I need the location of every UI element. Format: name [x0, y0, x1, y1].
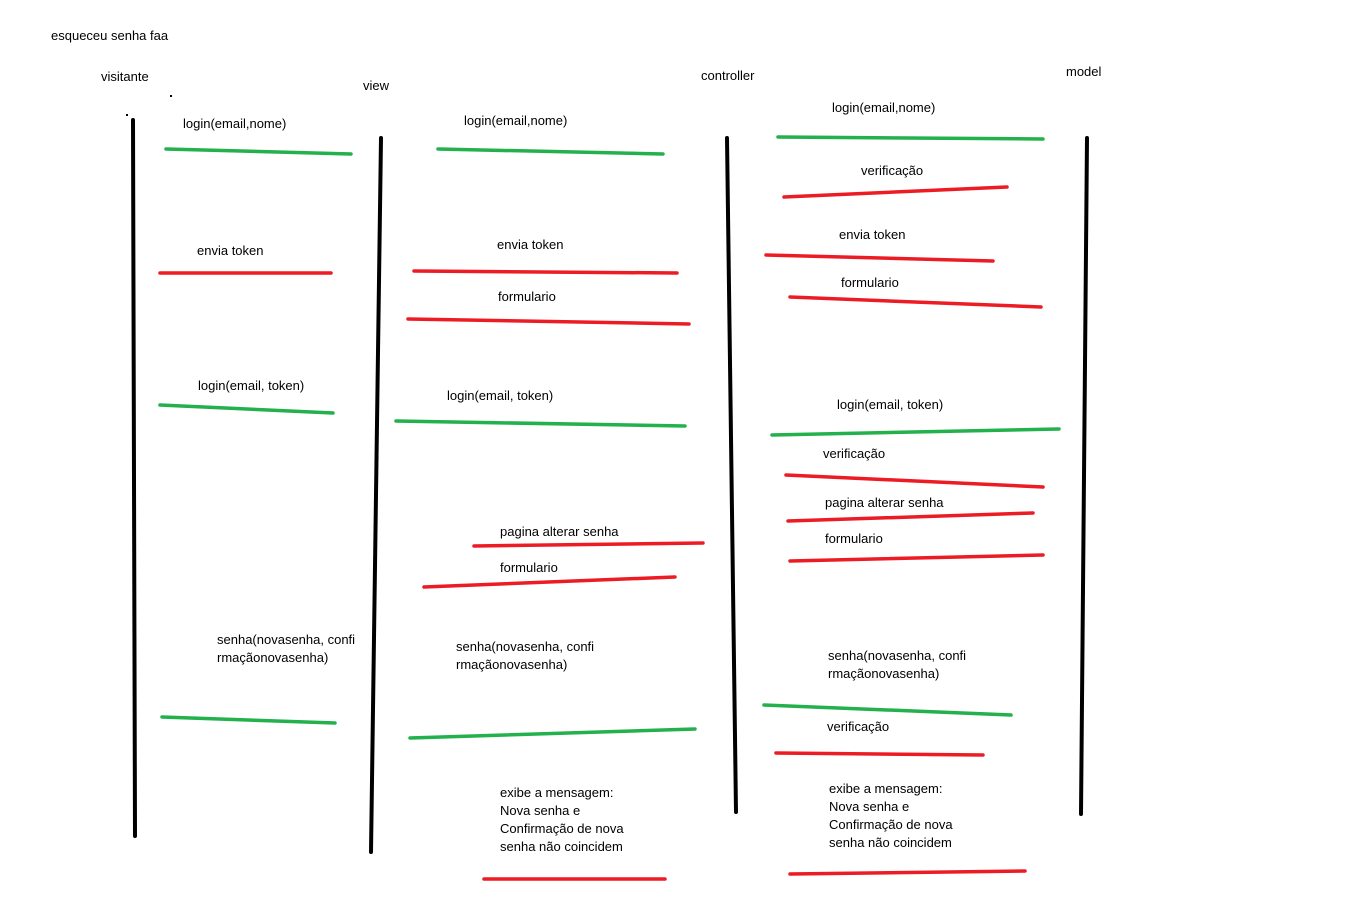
arrow-c-verif3 [774, 751, 985, 757]
message-label: login(email,nome) [464, 113, 568, 128]
message-label: login(email, token) [837, 397, 944, 412]
arrow-w-form2 [422, 575, 677, 589]
arrow-w-senha [408, 727, 697, 740]
message-label: formulario [500, 560, 558, 575]
message-label: formulario [841, 275, 899, 290]
message-label: senha(novasenha, confirmaçãonovasenha) [828, 648, 967, 681]
arrow-w-login1 [436, 147, 665, 156]
arrow-c-verif1 [782, 185, 1009, 199]
message-label: envia token [839, 227, 906, 242]
arrow-c-pagina [786, 511, 1035, 523]
actor-visitante: visitante [101, 69, 149, 84]
arrow-c-form1 [788, 295, 1043, 309]
lifeline-controller [725, 136, 738, 814]
actor-controller: controller [701, 68, 755, 83]
arrow-c-msg [788, 869, 1027, 876]
arrow-w-form1 [406, 317, 691, 326]
arrow-c-token [764, 253, 995, 263]
arrow-w-login2 [394, 419, 687, 428]
arrow-c-login1 [776, 135, 1045, 141]
stray-dot [170, 95, 172, 97]
diagram-title: esqueceu senha faa [51, 28, 169, 43]
message-label: formulario [825, 531, 883, 546]
arrow-w-pagina [472, 541, 705, 548]
message-label: login(email, token) [447, 388, 554, 403]
message-label: senha(novasenha, confirmaçãonovasenha) [456, 639, 595, 672]
actor-model: model [1066, 64, 1102, 79]
arrow-v-login1 [164, 147, 353, 156]
arrow-v-login2 [158, 403, 335, 415]
message-label: verificação [823, 446, 886, 461]
arrow-w-token [412, 269, 679, 275]
stray-dot [126, 114, 128, 116]
actor-view: view [363, 78, 390, 93]
arrow-c-senha [762, 703, 1013, 717]
message-label: envia token [497, 237, 564, 252]
message-label: login(email,nome) [832, 100, 936, 115]
lifeline-visitante [131, 118, 137, 838]
arrow-c-form2 [788, 553, 1045, 563]
message-label: login(email,nome) [183, 116, 287, 131]
message-label: login(email, token) [198, 378, 305, 393]
lifeline-view [369, 136, 383, 854]
message-label: formulario [498, 289, 556, 304]
message-label: verificação [861, 163, 924, 178]
arrow-c-login2 [770, 427, 1061, 437]
arrow-c-verif2 [784, 473, 1045, 489]
message-label: pagina alterar senha [500, 524, 619, 539]
message-label: envia token [197, 243, 264, 258]
message-label: pagina alterar senha [825, 495, 944, 510]
message-label: verificação [827, 719, 890, 734]
message-label: exibe a mensagem: Nova senha e Confirmaç… [500, 785, 624, 854]
message-label: exibe a mensagem: Nova senha e Confirmaç… [829, 781, 953, 850]
lifeline-model [1079, 136, 1089, 816]
arrow-v-senha [160, 715, 337, 725]
message-label: senha(novasenha, confirmaçãonovasenha) [217, 632, 356, 665]
